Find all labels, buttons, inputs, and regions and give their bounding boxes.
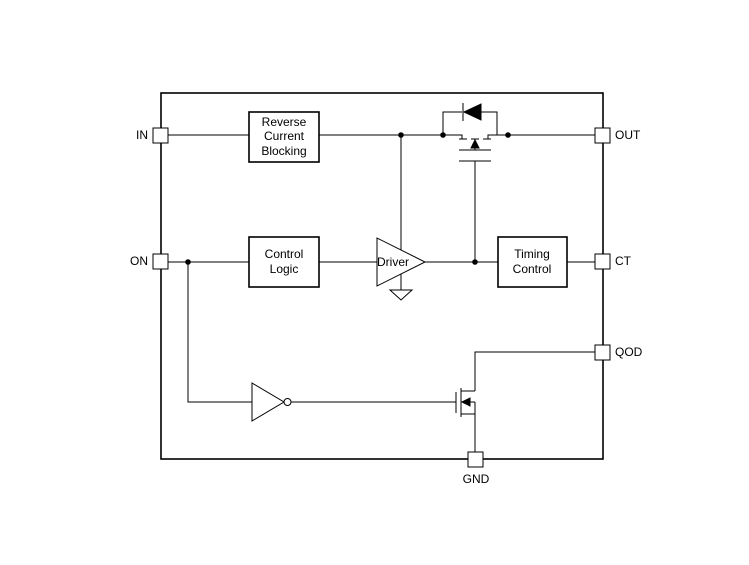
- block-label-line: Reverse: [262, 115, 307, 129]
- block-label-line: Blocking: [261, 144, 306, 158]
- pin-ct: CT: [594, 253, 632, 270]
- pin-out: OUT: [594, 127, 641, 144]
- block-label-line: Current: [264, 129, 305, 143]
- junction-dot: [185, 259, 191, 265]
- pin-label-out: OUT: [615, 128, 641, 142]
- junction-dot: [398, 132, 404, 138]
- pin-label-gnd: GND: [463, 472, 490, 486]
- ground-symbol: [388, 289, 414, 301]
- pin-gnd: GND: [463, 451, 490, 486]
- driver-label: Driver: [377, 255, 409, 269]
- pass-mosfet-symbol: [459, 103, 491, 162]
- wires: [168, 111, 595, 452]
- pin-label-qod: QOD: [615, 345, 643, 359]
- junction-dot: [440, 132, 446, 138]
- timing-control-block: Timing Control: [497, 236, 568, 288]
- junction-dot: [472, 259, 478, 265]
- block-label-line: Timing: [514, 247, 550, 261]
- pin-on: ON: [130, 253, 169, 270]
- pin-label-ct: CT: [615, 254, 632, 268]
- control-logic-block: Control Logic: [248, 236, 320, 288]
- block-label-line: Logic: [270, 262, 299, 276]
- pin-in: IN: [136, 127, 169, 144]
- pin-label-on: ON: [130, 254, 148, 268]
- inverter-symbol: [251, 382, 292, 422]
- block-label-line: Control: [265, 247, 304, 261]
- pin-qod: QOD: [594, 344, 643, 361]
- junction-dot: [505, 132, 511, 138]
- driver-amplifier: Driver: [376, 237, 427, 287]
- block-label-line: Control: [513, 262, 552, 276]
- discharge-nmos-symbol: [455, 388, 476, 417]
- reverse-current-blocking-block: Reverse Current Blocking: [248, 111, 320, 163]
- pin-label-in: IN: [136, 128, 148, 142]
- chip-outline: [160, 92, 604, 460]
